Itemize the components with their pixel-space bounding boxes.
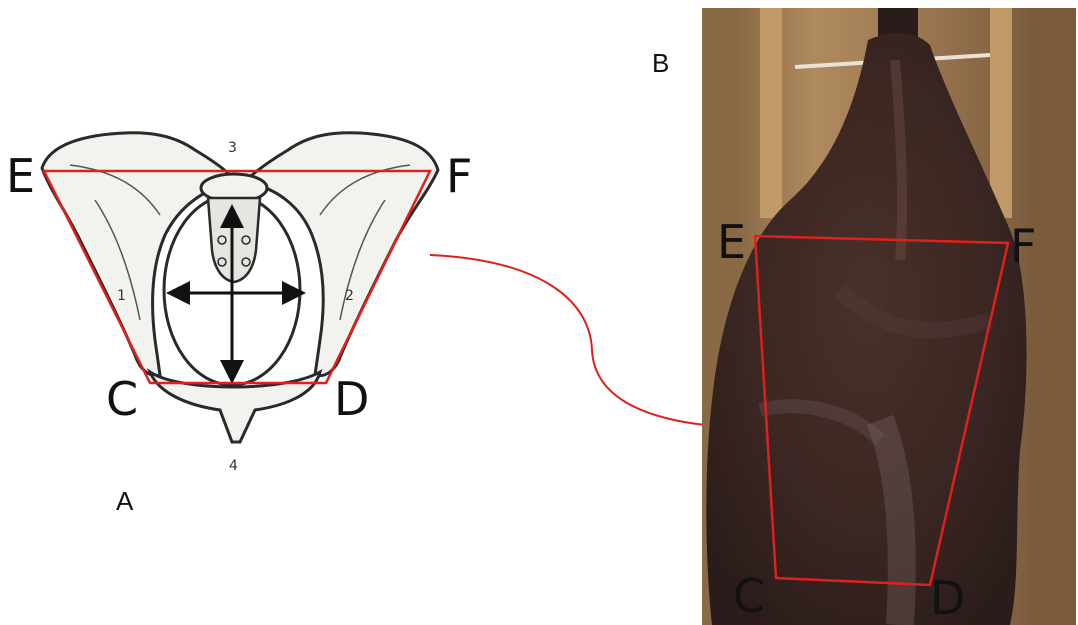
- animal-label-e: E: [717, 215, 746, 269]
- pelvis-label-d: D: [334, 372, 369, 426]
- pelvis-number-3: 3: [228, 140, 237, 156]
- pelvis-label-f: F: [446, 149, 472, 203]
- connector-arrow: [430, 255, 748, 428]
- pelvis-number-2: 2: [345, 288, 354, 304]
- pelvis-label-e: E: [6, 149, 35, 203]
- pelvis-number-4: 4: [229, 458, 238, 474]
- animal-label-c: C: [733, 569, 765, 623]
- animal-label-f: F: [1010, 219, 1036, 273]
- animal-label-d: D: [930, 571, 965, 625]
- pelvis-label-c: C: [106, 372, 138, 426]
- pelvis-number-1: 1: [117, 288, 126, 304]
- animal-photo: [702, 8, 1076, 625]
